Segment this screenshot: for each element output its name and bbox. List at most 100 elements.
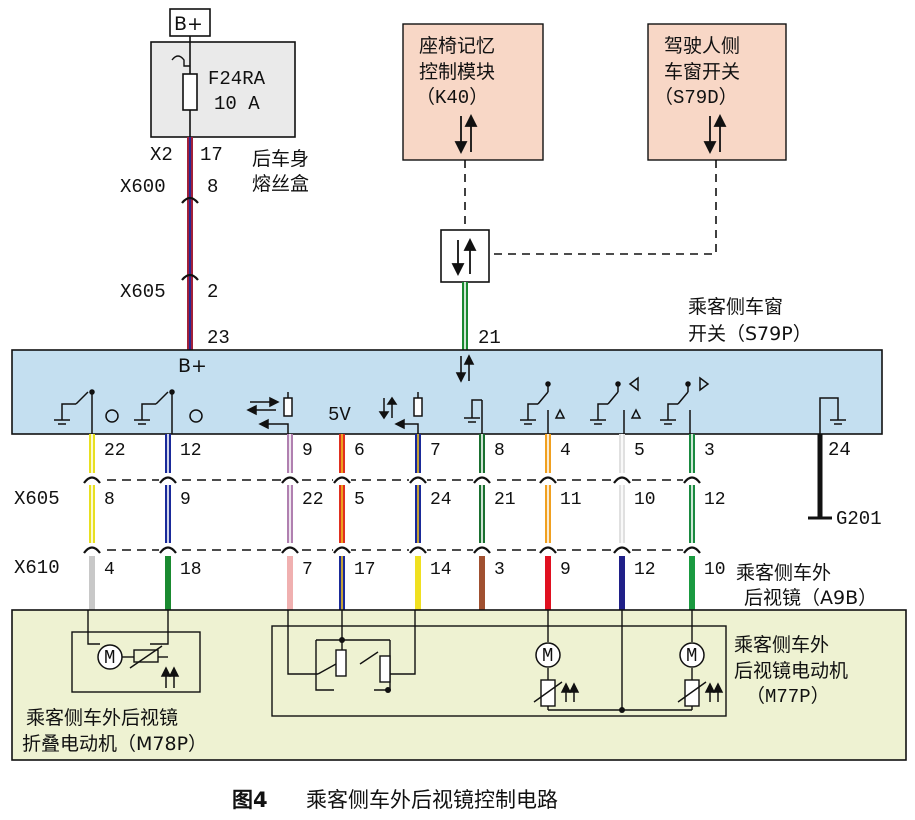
harness-wires — [89, 434, 695, 610]
k40-line2: 控制模块 — [419, 61, 495, 83]
connector-marks — [83, 473, 701, 555]
k40-box — [402, 23, 544, 161]
module-pin-label: 12 — [180, 441, 202, 461]
a9b-line2: 后视镜（A9B） — [744, 587, 877, 609]
module-pin-label: 7 — [430, 441, 441, 461]
m78p-box — [71, 631, 201, 693]
m77p-line2: 后视镜电动机 — [734, 660, 848, 682]
module-5v-label: 5V — [328, 404, 351, 426]
connector-gap — [83, 543, 101, 555]
k40-line1: 座椅记忆 — [419, 35, 495, 57]
m77p-motor2-label: M — [686, 645, 697, 667]
m77p-sensor2-icon — [677, 679, 707, 707]
m78p-line2: 折叠电动机（M78P） — [22, 733, 207, 755]
connector-gap — [683, 543, 701, 555]
s79d-line1: 驾驶人侧 — [664, 35, 740, 57]
m77p-arrows1-icon — [560, 682, 580, 702]
connector-arc — [473, 476, 491, 484]
fuse-rating: 10 A — [214, 93, 260, 115]
x610-pin-label: 7 — [302, 560, 313, 580]
m78p-up-arrows-icon — [160, 666, 180, 688]
m77p-arrows2-icon — [704, 682, 724, 702]
m77p-sensor1-icon — [533, 679, 563, 707]
connector-gap — [539, 473, 557, 485]
k40-data-arrows-icon — [454, 113, 478, 155]
module-pin-label: 3 — [704, 441, 715, 461]
k40-line3: （K40） — [416, 86, 488, 109]
connector-arc — [409, 546, 427, 554]
connector-gap — [683, 473, 701, 485]
fold-switch-symbol — [54, 389, 119, 434]
connector-arc — [613, 476, 631, 484]
m77p-motor1-label: M — [542, 645, 553, 667]
m77p-leftright-motor-icon — [679, 642, 705, 668]
s79d-lin-dash — [490, 160, 717, 255]
connector-arc — [683, 476, 701, 484]
fuse-element — [182, 73, 198, 111]
connector-gap — [409, 473, 427, 485]
x605-pin-label: 5 — [354, 490, 365, 510]
x605-label: X605 — [14, 488, 60, 510]
fuse-supply-label: B+ — [174, 13, 203, 35]
connector-arc — [539, 546, 557, 554]
connector-gap — [409, 543, 427, 555]
module-bplus-label: B+ — [178, 355, 207, 377]
m78p-line1: 乘客侧车外后视镜 — [26, 707, 178, 729]
fuse-id: F24RA — [208, 68, 266, 90]
s79d-line2: 车窗开关 — [664, 61, 740, 83]
connector-arc — [83, 476, 101, 484]
connector-gap — [83, 473, 101, 485]
connector-arc — [473, 546, 491, 554]
x600-pin: 8 — [207, 176, 218, 198]
x610-pin-label: 9 — [560, 560, 571, 580]
x605-pin-label: 11 — [560, 490, 582, 510]
fuse-box-name-2: 熔丝盒 — [252, 173, 309, 195]
connector-gap — [473, 543, 491, 555]
connector-arc — [409, 476, 427, 484]
ground-symbol — [464, 399, 483, 434]
connector-gap — [539, 543, 557, 555]
s79d-line3: （S79D） — [654, 86, 738, 109]
s79d-box — [647, 23, 787, 161]
connector-arc — [613, 546, 631, 554]
connector-gap — [613, 543, 631, 555]
x610-pin-label: 3 — [494, 560, 505, 580]
x610-pin-label: 14 — [430, 560, 452, 580]
connector-arc — [159, 476, 177, 484]
connector-arc — [83, 546, 101, 554]
sensor-block-box — [271, 625, 727, 717]
x605-pin-label: 12 — [704, 490, 726, 510]
connector-gap — [473, 473, 491, 485]
m78p-motor-label: M — [104, 647, 115, 669]
s79d-data-arrows-icon — [703, 113, 727, 155]
connector-arc — [683, 546, 701, 554]
x605-pin-label: 24 — [430, 490, 452, 510]
connector-arc — [333, 476, 351, 484]
x610-pin-label: 4 — [104, 560, 115, 580]
lin-pin: 21 — [478, 327, 501, 349]
x605-pin-label: 21 — [494, 490, 516, 510]
s79p-module — [11, 349, 883, 435]
connector-arc — [539, 476, 557, 484]
x2-label: X2 — [150, 144, 173, 166]
right-switch-symbol — [660, 376, 710, 434]
ground-name: G201 — [836, 508, 882, 530]
module-pin-label: 4 — [560, 441, 571, 461]
module-lin-arrows-icon — [455, 354, 475, 383]
bplus-pin: 23 — [207, 327, 230, 349]
connector-arc — [281, 476, 299, 484]
x610-pin-label: 12 — [634, 560, 656, 580]
module-pin-label: 6 — [354, 441, 365, 461]
a9b-line1: 乘客侧车外 — [736, 562, 831, 584]
x610-pin-label: 10 — [704, 560, 726, 580]
up-switch-symbol — [520, 381, 566, 434]
x600-label: X600 — [120, 176, 166, 198]
x610-label: X610 — [14, 557, 60, 579]
lin-gateway-box — [440, 229, 490, 283]
x610-pin-label: 18 — [180, 560, 202, 580]
m77p-updown-motor-icon — [535, 642, 561, 668]
x605-top-pin: 2 — [207, 281, 218, 303]
caption-text: 乘客侧车外后视镜控制电路 — [306, 788, 558, 812]
